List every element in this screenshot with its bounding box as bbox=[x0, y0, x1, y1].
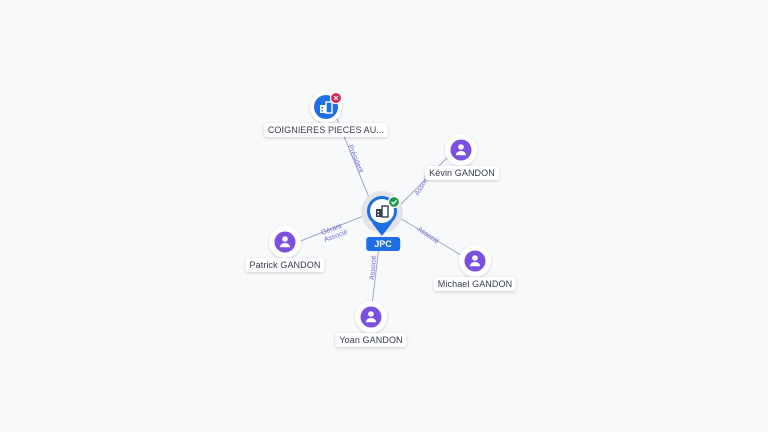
active-status-icon bbox=[387, 195, 401, 209]
person-icon bbox=[365, 311, 377, 323]
node-label-kevin[interactable]: Kévin GANDON bbox=[425, 166, 499, 180]
building-icon bbox=[320, 101, 333, 114]
building-icon bbox=[376, 205, 389, 218]
node-label-coignieres[interactable]: COIGNIERES PIECES AU... bbox=[263, 123, 389, 137]
edge-label-michael: Associé bbox=[416, 226, 440, 246]
person-icon bbox=[455, 144, 467, 156]
node-coignieres[interactable] bbox=[310, 91, 343, 123]
edges bbox=[297, 111, 465, 306]
node-label-yoan[interactable]: Yoan GANDON bbox=[335, 333, 407, 347]
node-kevin[interactable] bbox=[445, 134, 477, 166]
center-node-label[interactable]: JPC bbox=[366, 237, 400, 251]
node-yoan[interactable] bbox=[355, 301, 387, 333]
person-icon bbox=[279, 236, 291, 248]
edge-patrick bbox=[297, 213, 369, 243]
node-label-patrick[interactable]: Patrick GANDON bbox=[245, 258, 325, 272]
edge-kevin bbox=[397, 154, 451, 208]
node-michael[interactable] bbox=[459, 245, 491, 277]
edge-label-coignieres: Président bbox=[346, 144, 364, 174]
node-patrick[interactable] bbox=[269, 226, 301, 258]
node-label-michael[interactable]: Michael GANDON bbox=[433, 277, 517, 291]
center-node[interactable] bbox=[361, 191, 403, 236]
edge-label-yoan: Associé bbox=[369, 255, 378, 280]
edge-michael bbox=[399, 217, 465, 258]
person-icon bbox=[469, 255, 481, 267]
